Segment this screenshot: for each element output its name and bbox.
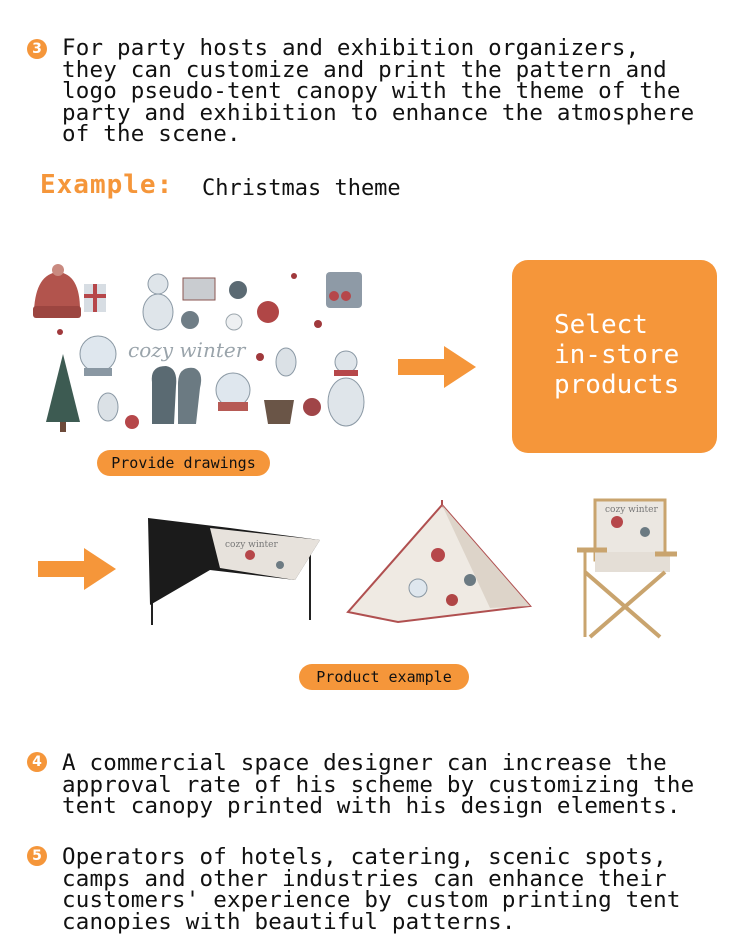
canopy-print-text: cozy winter <box>225 540 278 550</box>
christmas-tree-icon <box>46 354 80 432</box>
section-4-text: A commercial space designer can increase… <box>62 750 695 819</box>
gift-box-icon <box>84 284 106 312</box>
mug-icon <box>326 272 362 308</box>
example-value: Christmas theme <box>202 176 401 201</box>
section-3-text: For party hosts and exhibition organizer… <box>62 35 695 147</box>
chair-product-image: cozy winter <box>577 498 677 639</box>
provide-drawings-pill: Provide drawings <box>97 450 270 476</box>
section-5-text: Operators of hotels, catering, scenic sp… <box>62 844 681 935</box>
product-example-pill: Product example <box>299 664 469 690</box>
step-number-4: 4 <box>27 752 47 772</box>
select-in-store-products-box: Select in-store products <box>512 260 717 453</box>
bunny-icon <box>97 347 297 422</box>
canopy-tarp-product-image: cozy winter <box>148 518 320 625</box>
example-label: Example: <box>40 170 174 200</box>
select-in-store-products-text: Select in-store products <box>554 310 680 400</box>
step-number-3: 3 <box>27 39 47 59</box>
chair-print-text: cozy winter <box>605 505 658 515</box>
snow-globe-icon <box>79 335 117 376</box>
mittens-icon <box>151 366 202 424</box>
arrow-right-icon <box>398 346 476 388</box>
snow-globe-icon-2 <box>215 372 251 411</box>
snowman-icon <box>142 273 174 331</box>
step-number-5: 5 <box>27 846 47 866</box>
cozy-winter-script: cozy winter <box>128 338 247 362</box>
christmas-drawings-image: cozy winter <box>33 264 365 432</box>
arrow-right-icon-2 <box>38 548 116 590</box>
knit-hat-icon <box>33 264 81 318</box>
tent-product-image <box>346 500 532 624</box>
snowman-icon-2 <box>327 350 365 427</box>
